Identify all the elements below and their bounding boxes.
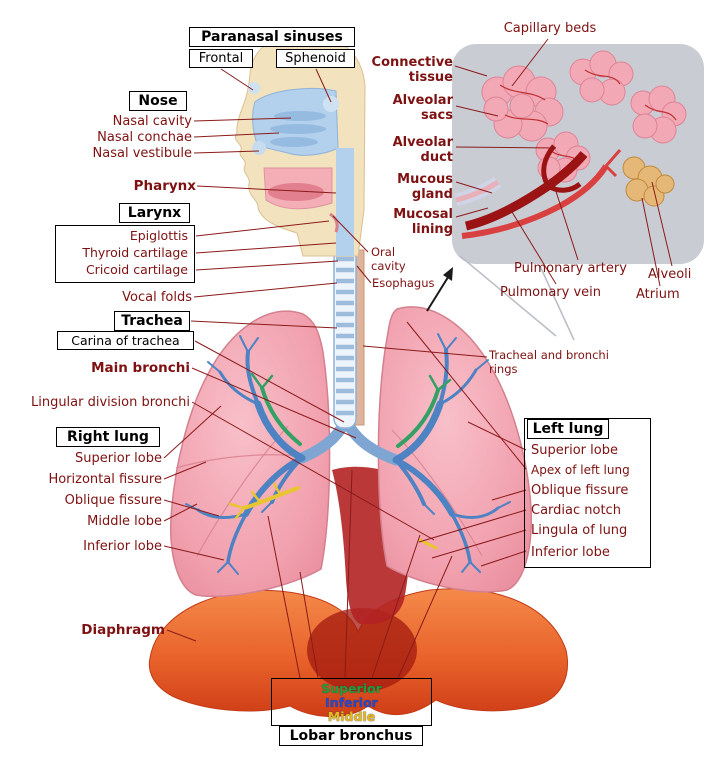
label-mucosal-lining: Mucosal lining: [393, 207, 453, 238]
label-carina-of-trachea: Carina of trachea: [57, 331, 194, 350]
nasal-vestibule-illustration: [252, 141, 266, 155]
label-vocal-folds: Vocal folds: [122, 290, 192, 305]
label-left-lung: Left lung: [527, 419, 609, 439]
label-sphenoid: Sphenoid: [276, 49, 355, 68]
diaphragm-illustration: [148, 588, 568, 717]
label-lobar-superior: Superior: [321, 681, 382, 696]
label-oral-cavity: Oral cavity: [371, 245, 406, 273]
magnifier-lines: [459, 255, 575, 341]
magnifier-arrow-icon: [426, 267, 453, 312]
label-right-inferior-lobe: Inferior lobe: [83, 539, 162, 554]
label-lingular-division-bronchi: Lingular division bronchi: [30, 395, 190, 410]
label-pulmonary-artery: Pulmonary artery: [514, 261, 627, 276]
label-frontal: Frontal: [189, 49, 253, 68]
pharynx-illustration: [336, 148, 354, 256]
tongue-illustration: [268, 183, 324, 201]
label-paranasal-sinuses: Paranasal sinuses: [189, 27, 355, 47]
label-lobar-middle: Middle: [327, 709, 376, 724]
label-larynx: Larynx: [119, 203, 190, 223]
frontal-sinus-illustration: [248, 82, 260, 94]
label-left-inferior-lobe: Inferior lobe: [531, 545, 610, 560]
bronchial-tree-illustration: [185, 333, 511, 575]
label-alveolar-duct: Alveolar duct: [392, 135, 453, 166]
label-connective-tissue: Connective tissue: [371, 55, 453, 86]
head-illustration: [234, 33, 366, 257]
larynx-group-box: [55, 225, 195, 283]
label-nasal-cavity: Nasal cavity: [112, 114, 192, 129]
label-middle-lobe: Middle lobe: [87, 514, 162, 529]
label-thyroid-cartilage: Thyroid cartilage: [82, 245, 188, 260]
epiglottis-illustration: [329, 212, 339, 233]
label-atrium: Atrium: [636, 287, 680, 302]
label-main-bronchi: Main bronchi: [91, 360, 190, 376]
label-nasal-conchae: Nasal conchae: [97, 130, 192, 145]
label-tracheal-rings: Tracheal and bronchi rings: [489, 348, 609, 376]
alveolar-sacs-illustration: [481, 50, 687, 183]
label-diaphragm: Diaphragm: [81, 622, 165, 638]
label-lingula-of-lung: Lingula of lung: [531, 523, 628, 538]
label-alveolar-sacs: Alveolar sacs: [392, 93, 453, 124]
label-nose: Nose: [129, 91, 187, 111]
left-lung-illustration: [377, 306, 533, 593]
label-capillary-beds: Capillary beds: [503, 21, 597, 36]
leader-lines: [163, 38, 673, 679]
label-horizontal-fissure: Horizontal fissure: [48, 472, 162, 487]
label-right-superior-lobe: Superior lobe: [75, 451, 162, 466]
label-cardiac-notch: Cardiac notch: [531, 503, 621, 518]
label-right-lung: Right lung: [56, 427, 160, 447]
label-lobar-inferior: Inferior: [325, 695, 378, 710]
label-apex-of-left-lung: Apex of left lung: [531, 463, 630, 477]
nasal-cavity-illustration: [252, 87, 339, 156]
label-alveoli: Alveoli: [648, 267, 692, 282]
label-right-oblique-fissure: Oblique fissure: [64, 493, 162, 508]
atrium-illustration: [622, 156, 675, 207]
left-lung-group-box: [524, 418, 651, 568]
label-pharynx: Pharynx: [133, 178, 196, 194]
label-left-superior-lobe: Superior lobe: [531, 443, 618, 458]
trachea-illustration: [333, 249, 357, 429]
label-pulmonary-vein: Pulmonary vein: [500, 285, 601, 300]
label-epiglottis: Epiglottis: [129, 228, 188, 243]
label-trachea: Trachea: [114, 311, 190, 331]
bronchiole-illustration: [454, 176, 502, 207]
lobar-bronchus-group-box: [271, 678, 432, 726]
label-cricoid-cartilage: Cricoid cartilage: [85, 262, 188, 277]
label-left-oblique-fissure: Oblique fissure: [531, 483, 629, 498]
nasal-conchae-illustration: [270, 111, 326, 147]
alveoli-inset-illustration: [452, 44, 704, 264]
label-esophagus: Esophagus: [372, 276, 435, 290]
label-mucous-gland: Mucous gland: [397, 172, 453, 203]
sphenoid-sinus-illustration: [323, 96, 339, 112]
label-nasal-vestibule: Nasal vestibule: [92, 146, 192, 161]
pulmonary-vessels-illustration: [461, 144, 622, 239]
label-lobar-bronchus: Lobar bronchus: [279, 726, 423, 746]
